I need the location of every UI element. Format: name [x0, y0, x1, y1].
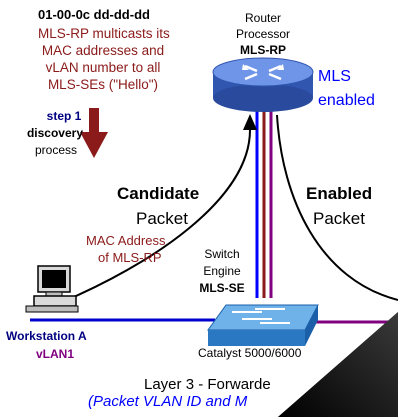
- enabled-packet-label: Packet: [313, 209, 365, 228]
- switch-icon: [207, 304, 319, 346]
- switch-label: Switch: [204, 247, 240, 261]
- processor-label: Processor: [235, 27, 291, 41]
- hello-line: MAC addresses and: [41, 43, 165, 58]
- mls-rp-label: MLS-RP: [240, 43, 286, 57]
- multicast-mac-address: 01-00-0c dd-dd-dd: [38, 7, 150, 22]
- hello-line: MLS-RP multicasts its: [38, 26, 170, 41]
- hello-line: vLAN number to all: [45, 60, 161, 75]
- mac-address-label: MAC Address: [86, 233, 166, 248]
- footer-title: Layer 3 - Forwarde: [144, 376, 271, 393]
- step-label: step 1: [46, 109, 82, 123]
- catalyst-model-label: Catalyst 5000/6000: [198, 346, 302, 360]
- vlan-label: vLAN1: [36, 347, 75, 361]
- router-switch-links: [255, 108, 273, 298]
- hello-description: MLS-RP multicasts its MAC addresses and …: [38, 25, 170, 93]
- candidate-label: Candidate: [117, 184, 200, 203]
- workstation-icon: [25, 265, 79, 313]
- router-label: Router: [244, 11, 282, 25]
- candidate-arrowhead: [243, 114, 257, 130]
- candidate-packet-arrow: [59, 129, 251, 304]
- hello-line: MLS-SEs ("Hello"): [47, 77, 159, 92]
- enabled-packet-title: Enabled: [306, 184, 373, 203]
- discovery-label: discovery: [26, 126, 84, 140]
- footer-subtitle: (Packet VLAN ID and M: [88, 393, 248, 410]
- router-icon: [212, 57, 314, 112]
- candidate-packet-label: Packet: [136, 209, 188, 228]
- enabled-label: enabled: [318, 92, 375, 109]
- mls-label: MLS: [318, 68, 351, 85]
- enabled-packet-curve: [276, 114, 398, 301]
- of-mls-rp-label: of MLS-RP: [98, 250, 162, 265]
- mls-se-label: MLS-SE: [199, 281, 245, 295]
- engine-label: Engine: [203, 264, 241, 278]
- process-label: process: [34, 143, 78, 157]
- workstation-label: Workstation A: [6, 329, 87, 343]
- discovery-down-arrow: [80, 108, 108, 158]
